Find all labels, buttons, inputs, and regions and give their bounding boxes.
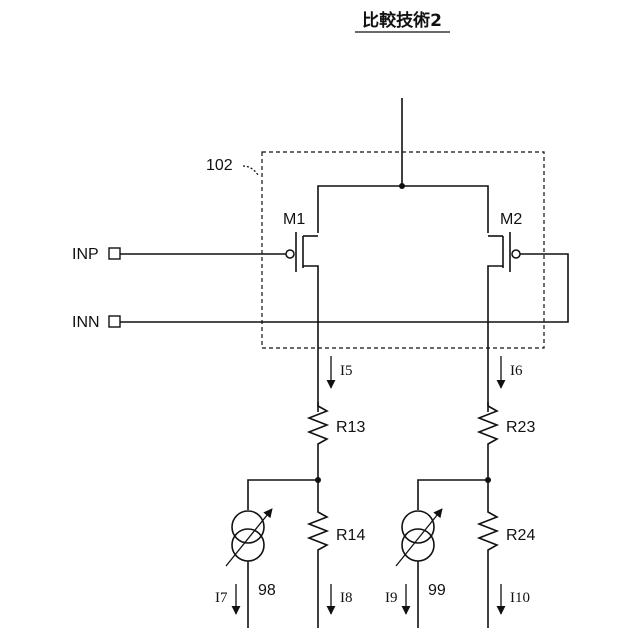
transistor-m1: M1: [283, 211, 318, 412]
source-99-label: 99: [428, 582, 446, 599]
inn-terminal: [109, 316, 120, 327]
m2-gate-bubble: [512, 250, 520, 258]
transistor-m2: M2: [488, 211, 522, 412]
inn-label: INN: [72, 314, 100, 331]
m1-gate-bubble: [286, 250, 294, 258]
i7-label: I7: [215, 590, 228, 606]
block-label: 102: [206, 157, 233, 174]
resistor-r13: [309, 402, 327, 480]
resistor-r14: [309, 480, 327, 628]
r24-label: R24: [506, 527, 535, 544]
inn-wire: [120, 254, 568, 322]
block-102-boundary: [262, 152, 544, 348]
source-99-adjust-arrow: [396, 509, 442, 566]
variable-current-source-98: [226, 509, 272, 628]
inp-label: INP: [72, 246, 99, 263]
r14-label: R14: [336, 527, 365, 544]
resistor-r24: [479, 480, 497, 628]
i10-label: I10: [510, 590, 530, 606]
inp-terminal: [109, 248, 120, 259]
i5-label: I5: [340, 363, 353, 379]
m2-label: M2: [500, 211, 522, 228]
r23-label: R23: [506, 419, 535, 436]
right-source-top-wire: [418, 480, 488, 510]
source-98-label: 98: [258, 582, 276, 599]
block-label-leader: [243, 166, 258, 175]
resistor-r23: [479, 402, 497, 480]
diagram-title: 比較技術2: [362, 10, 442, 31]
m1-label: M1: [283, 211, 305, 228]
r13-label: R13: [336, 419, 365, 436]
i8-label: I8: [340, 590, 353, 606]
i6-label: I6: [510, 363, 523, 379]
left-source-top-wire: [248, 480, 318, 510]
source-rail: [318, 186, 488, 233]
variable-current-source-99: [396, 509, 442, 628]
source-98-adjust-arrow: [226, 509, 272, 566]
i9-label: I9: [385, 590, 398, 606]
